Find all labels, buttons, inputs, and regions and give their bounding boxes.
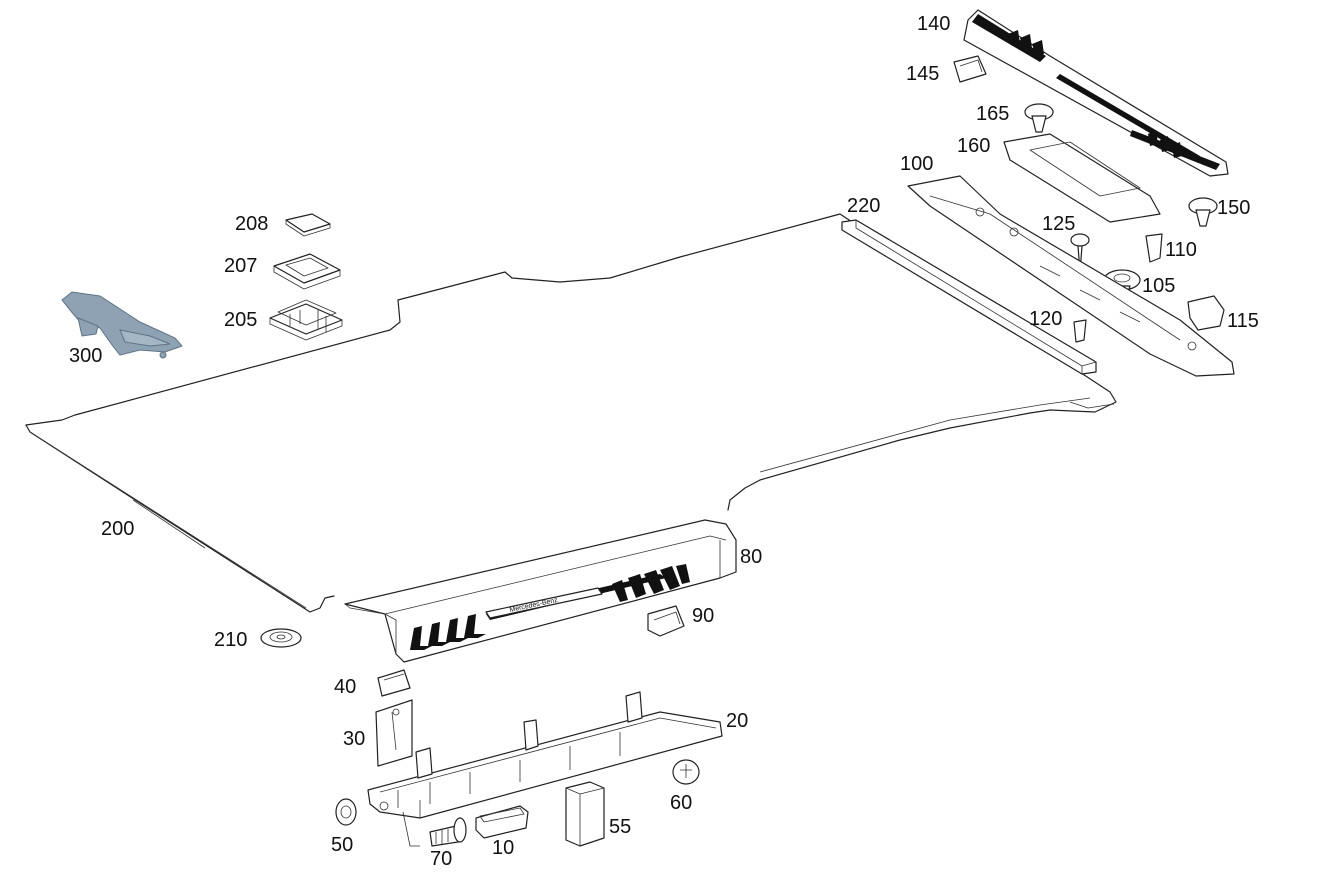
part-80-sill-trim[interactable]: Mercedes-Benz (344, 519, 737, 663)
label-200: 200 (101, 518, 134, 540)
part-160-plate[interactable] (1003, 133, 1161, 223)
label-40: 40 (334, 676, 356, 698)
part-50-spacer[interactable] (335, 798, 357, 826)
label-115: 115 (1227, 310, 1259, 332)
part-200-floor-panel[interactable] (25, 213, 1117, 613)
label-110: 110 (1165, 239, 1197, 261)
part-100-rail[interactable] (907, 175, 1235, 377)
part-165-clip[interactable] (1024, 103, 1054, 133)
part-140-trim[interactable] (963, 9, 1229, 177)
label-150: 150 (1217, 197, 1250, 219)
label-20: 20 (726, 710, 748, 732)
part-120-nut[interactable] (1073, 319, 1087, 343)
label-205: 205 (224, 309, 257, 331)
part-110-nut[interactable] (1145, 233, 1163, 263)
part-30-bracket[interactable] (375, 699, 413, 767)
label-80: 80 (740, 546, 762, 568)
label-100: 100 (900, 153, 933, 175)
part-208-plate[interactable] (285, 213, 331, 237)
label-160: 160 (957, 135, 990, 157)
part-90-clip[interactable] (647, 605, 685, 637)
label-10: 10 (492, 837, 514, 859)
part-220-seal-strip[interactable] (841, 219, 1097, 375)
label-208: 208 (235, 213, 268, 235)
label-145: 145 (906, 63, 939, 85)
part-115-cap[interactable] (1187, 295, 1225, 331)
label-220: 220 (847, 195, 880, 217)
part-207-frame[interactable] (273, 253, 341, 290)
label-60: 60 (670, 792, 692, 814)
label-70: 70 (430, 848, 452, 870)
label-120: 120 (1029, 308, 1062, 330)
part-70-bolt[interactable] (429, 817, 467, 847)
label-207: 207 (224, 255, 257, 277)
part-20-sill-carrier[interactable] (367, 691, 723, 819)
part-150-clip[interactable] (1188, 197, 1218, 227)
part-145-clip[interactable] (953, 55, 987, 83)
part-60-screw[interactable] (672, 759, 700, 785)
label-165: 165 (976, 103, 1009, 125)
part-205-housing[interactable] (269, 299, 343, 341)
part-210-grommet[interactable] (260, 628, 302, 648)
label-125: 125 (1042, 213, 1075, 235)
part-10-plug[interactable] (475, 805, 529, 839)
label-50: 50 (331, 834, 353, 856)
label-210: 210 (214, 629, 247, 651)
label-30: 30 (343, 728, 365, 750)
part-40-clip[interactable] (377, 669, 411, 697)
part-300-cover[interactable] (61, 291, 183, 359)
label-55: 55 (609, 816, 631, 838)
label-90: 90 (692, 605, 714, 627)
label-140: 140 (917, 13, 950, 35)
label-105: 105 (1142, 275, 1175, 297)
label-300: 300 (69, 345, 102, 367)
part-55-block[interactable] (565, 781, 605, 847)
